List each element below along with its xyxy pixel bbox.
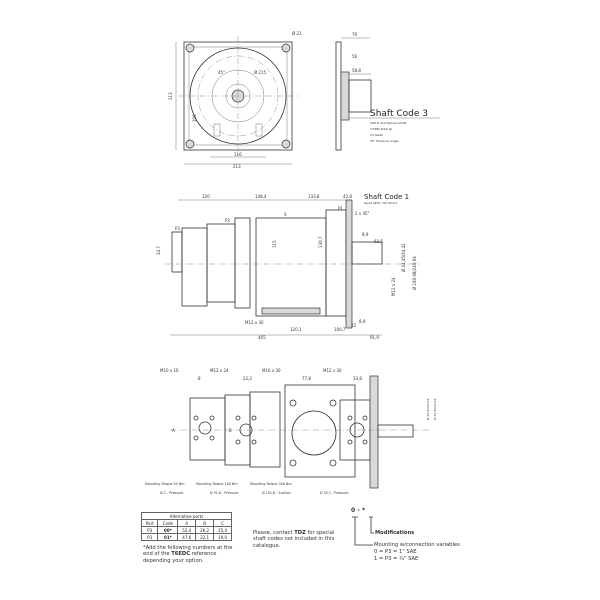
dim-pitch-circle: Ø 215 — [254, 70, 267, 75]
shaft-code-3-view: 76 56 58,8 Shaft Code 3 SAE D 4x4 Spline… — [335, 32, 440, 151]
col-header: Code — [157, 519, 179, 527]
cell: 00* — [157, 526, 179, 534]
alternative-ports-table: Alternative ports Port Code A B C P3 00*… — [140, 512, 232, 541]
dim: 33,8 — [353, 376, 362, 381]
dim-spline-offset: 58,8 — [352, 68, 361, 73]
spec-line: 30° Pressure angle — [370, 139, 399, 143]
table-row: P3 01* 47,6 22,1 19,0 — [140, 533, 232, 541]
dim: 115 — [272, 240, 277, 248]
spec-line: SAE D 4x4 Splined shaft — [370, 121, 407, 125]
callout: Ø 101,6 - Suction — [262, 490, 291, 495]
dim: 22 — [351, 323, 357, 328]
contact-text: for special shaft codes not included in … — [253, 530, 335, 549]
dim: M12 x 24 — [210, 368, 229, 373]
note-ref: T6EDC — [171, 551, 191, 558]
cell: 22,1 — [195, 533, 215, 541]
dim: 148,4 — [255, 194, 267, 199]
dim: 8 — [198, 376, 201, 381]
shaft-code-1-title: Shaft Code 1 — [364, 193, 409, 201]
dim: 465 — [258, 335, 266, 340]
mounting-option-1: 1 = P3 = ¾" SAE — [374, 556, 419, 562]
callout: Ø 35,1 - Pressure — [320, 490, 348, 495]
code-format: 0 - * — [351, 507, 365, 514]
pump-side-view: 120 148,4 133,8 42,8 2 x 45° 34,7 P3 P2 … — [156, 193, 420, 340]
callout: Ø 31,8 - Pressure — [210, 490, 238, 495]
dim: M12 x 30 — [323, 368, 342, 373]
code: 01* — [164, 534, 172, 540]
callout: Mounting Torque 54 Nm — [145, 482, 184, 486]
col-header: B — [195, 519, 215, 527]
dim: 34,7 — [156, 246, 161, 255]
cell: 47,6 — [177, 533, 197, 541]
code: 00* — [164, 527, 172, 533]
contact-text: Please, contact — [253, 530, 295, 536]
callout: Mounting Torque 100 Nm — [196, 482, 238, 486]
cell: 25,4 — [213, 526, 232, 534]
dim: 22,2 — [243, 376, 252, 381]
dim: 130,7 — [318, 236, 323, 248]
dim: M12 x 24 — [391, 277, 396, 296]
table-title: Alternative ports — [141, 512, 232, 520]
port-label: P3 — [175, 226, 180, 231]
company-name: TDZ — [294, 530, 306, 536]
dim: 100,7 — [334, 327, 346, 332]
cell: P3 — [140, 533, 159, 541]
dim: 42,8 — [343, 194, 352, 199]
dim: 77,8 — [302, 376, 311, 381]
dim: M16 x 30 — [262, 368, 281, 373]
dim: 133,8 — [308, 194, 320, 199]
dim: 91,9 — [370, 335, 379, 340]
dim: 63,5 — [374, 239, 383, 244]
shaft-code-3-title: Shaft Code 3 — [370, 109, 428, 119]
cell: 19,0 — [213, 533, 232, 541]
col-header: A — [177, 519, 197, 527]
dim: Ø 44,45/44,42 — [425, 398, 430, 420]
callout: Ø C - Pressure — [160, 490, 183, 495]
mounting-label: Mounting w/connection variables — [374, 542, 460, 548]
dim-width: 213 — [233, 164, 241, 169]
dim-half-height: 106 — [192, 114, 197, 122]
alt-ports-note: *Add the following numbers at the end of… — [143, 545, 239, 564]
cell: 52,4 — [177, 526, 197, 534]
pump-ports-view: M10 x 16 M12 x 24 M16 x 30 M12 x 30 8 22… — [145, 368, 437, 495]
dim: Ø 249,98/249,94 — [412, 256, 417, 290]
dim-bolt-hole: Ø 22 — [292, 31, 302, 36]
note-text: reference depending your option. — [143, 551, 217, 564]
dim: 120,1 — [290, 327, 302, 332]
dim: 8,9 — [362, 232, 369, 237]
table-row: P3 00* 52,4 26,2 25,4 — [140, 526, 232, 534]
modifications-label: Modifications — [375, 530, 415, 536]
dim: Ø 44,45/44,42 — [432, 398, 437, 420]
port-label: P2 — [225, 218, 230, 223]
dim-inner-width: 116 — [234, 152, 242, 157]
cell: P3 — [140, 526, 159, 534]
flange-front-view: Ø 22 213 106 116 213 45° Ø 215 — [168, 31, 302, 169]
mounting-option-0: 0 = P3 = 1" SAE — [374, 549, 417, 555]
dim: 120 — [202, 194, 210, 199]
dim: M12 x 30 — [245, 320, 264, 325]
cell: 26,2 — [195, 526, 215, 534]
spec-line: 13/8th 8/16 dp — [370, 127, 392, 131]
cell: 01* — [157, 533, 179, 541]
dim-spline-length: 56 — [352, 54, 358, 59]
dim-angle: 45° — [218, 70, 225, 75]
dim-chamfer: 2 x 45° — [355, 211, 370, 216]
dim: Ø 44,45/44,42 — [401, 243, 406, 272]
spec-line: 13 Teeth — [370, 133, 383, 137]
shaft-code-1-subtitle: Keyed G45N - ISO 3019-2 — [364, 201, 397, 205]
dim-height: 213 — [168, 92, 173, 100]
dim: M10 x 16 — [160, 368, 179, 373]
col-header: C — [213, 519, 232, 527]
dim: A — [172, 428, 175, 433]
col-header: Port — [140, 519, 159, 527]
dim: B — [229, 428, 232, 433]
note-text: *Add the following numbers at the end of… — [143, 545, 233, 558]
contact-note: Please, contact TDZ for special shaft co… — [253, 530, 345, 549]
port-label: S — [284, 212, 287, 217]
dim: 8,9 — [359, 319, 366, 324]
code-legend-lines — [352, 516, 374, 546]
callout: Mounting Torque 300 Nm — [250, 482, 292, 486]
dim-shaft-length: 76 — [352, 32, 358, 37]
port-label: P1 — [338, 206, 343, 211]
